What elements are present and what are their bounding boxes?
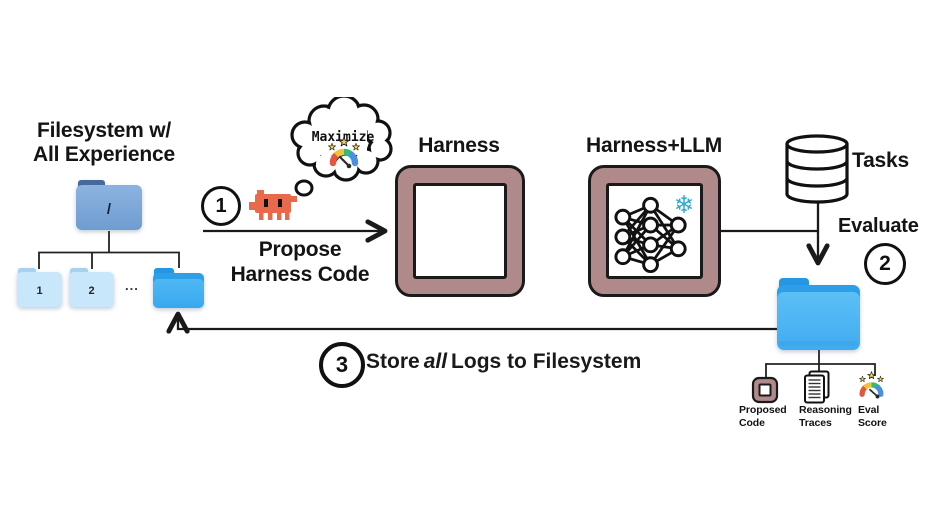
reasoning-traces-label-line1: Reasoning — [799, 404, 852, 416]
step1-caption-line1: Propose — [258, 238, 342, 261]
child-folder-1-icon: 1 — [17, 268, 62, 307]
root-folder-icon: / — [76, 180, 142, 230]
tasks-label: Tasks — [852, 149, 909, 172]
filesystem-heading-line1: Filesystem w/ — [37, 119, 171, 142]
proposed-code-label: Proposed Code — [739, 404, 787, 430]
child-folder-2-label: 2 — [88, 285, 94, 297]
child-folder-2-icon: 2 — [69, 268, 114, 307]
step1-badge: 1 — [201, 186, 241, 226]
tasks-database-icon — [785, 134, 849, 204]
step3-badge: 3 — [319, 342, 365, 388]
filesystem-heading-line2: All Experience — [33, 142, 175, 166]
step3-text-prefix: Store — [366, 350, 420, 373]
evaluate-label: Evaluate — [838, 215, 919, 237]
robot-icon — [249, 190, 297, 220]
snowflake-icon: ❄ — [674, 192, 695, 219]
maximize-text: Maximize — [312, 130, 375, 145]
root-folder-label: / — [107, 201, 112, 218]
gauge-icon — [328, 136, 360, 169]
step1-caption-line2: Harness Code — [230, 263, 370, 286]
eval-score-label: Eval Score — [858, 404, 887, 430]
folder-ellipsis: ... — [125, 278, 139, 293]
step3-text-italic: all — [423, 350, 448, 373]
harness-box-inner — [413, 183, 507, 279]
step1-number: 1 — [215, 194, 227, 217]
step2-badge: 2 — [864, 243, 906, 285]
harness-title: Harness — [418, 134, 500, 157]
thought-bubble: Maximize — [290, 97, 393, 197]
eval-score-label-line2: Score — [858, 416, 887, 429]
reasoning-traces-label-line2: Traces — [799, 416, 832, 429]
harness-llm-title: Harness+LLM — [586, 134, 723, 157]
step1-caption: Propose Harness Code — [205, 237, 395, 287]
results-folder-icon — [777, 278, 860, 350]
harness-llm-box-inner: ❄ — [606, 183, 703, 279]
eval-score-icon — [859, 371, 884, 399]
eval-score-label-line1: Eval — [858, 404, 880, 416]
step3-text-suffix: Logs to Filesystem — [451, 350, 642, 373]
harness-llm-box: ❄ — [588, 165, 721, 297]
reasoning-traces-icon — [804, 370, 830, 404]
neural-network-icon: ❄ — [614, 192, 695, 274]
reasoning-traces-label: Reasoning Traces — [799, 404, 852, 430]
proposed-code-icon — [751, 376, 779, 404]
store-logs-arrow — [178, 314, 779, 329]
step2-number: 2 — [879, 252, 891, 275]
left-tree-lines — [38, 231, 180, 269]
harness-box — [395, 165, 525, 297]
filesystem-heading: Filesystem w/ All Experience — [14, 119, 194, 166]
step3-number: 3 — [335, 352, 349, 377]
current-folder-icon — [153, 268, 204, 308]
proposed-code-label-line1: Proposed — [739, 404, 787, 416]
child-folder-1-label: 1 — [36, 285, 42, 297]
proposed-code-label-line2: Code — [739, 416, 765, 429]
